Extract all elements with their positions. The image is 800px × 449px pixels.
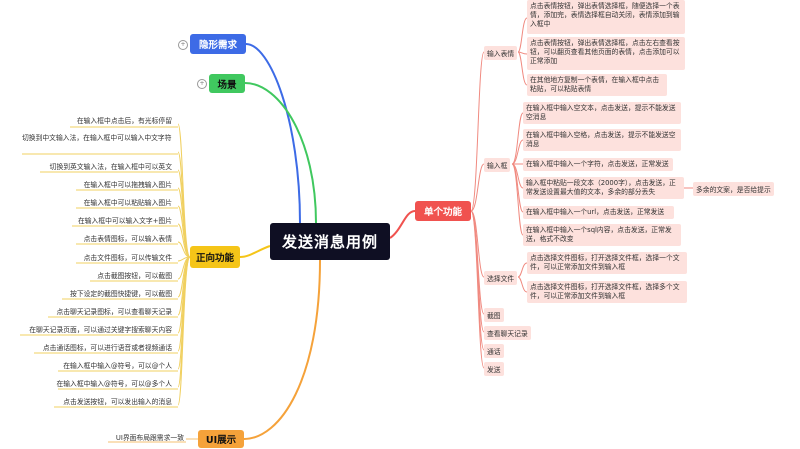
other-item-history[interactable]: 查看聊天记录 bbox=[484, 326, 531, 340]
single-leaders bbox=[470, 17, 693, 369]
positive-item[interactable]: 在输入框中输入@符号，可以@个人 bbox=[63, 362, 172, 370]
positive-item[interactable]: 点击表情图标，可以输入表情 bbox=[83, 235, 172, 243]
positive-leaders bbox=[177, 123, 191, 406]
input-label[interactable]: 输入框 bbox=[484, 158, 511, 172]
branch-ui[interactable]: UI展示 bbox=[198, 430, 244, 448]
positive-item[interactable]: 点击文件图标，可以传输文件 bbox=[83, 254, 172, 262]
emoji-label[interactable]: 输入表情 bbox=[484, 46, 518, 60]
file-item[interactable]: 点击选择文件图标，打开选择文件框，选择一个文件，可以正常添加文件到输入框 bbox=[527, 252, 687, 274]
link-hidden bbox=[245, 43, 301, 224]
other-item-screenshot[interactable]: 截图 bbox=[484, 308, 504, 322]
file-label[interactable]: 选择文件 bbox=[484, 271, 518, 285]
other-item-send[interactable]: 发送 bbox=[484, 362, 504, 376]
input-sub-item[interactable]: 多余的文案，是否给提示 bbox=[693, 182, 774, 196]
positive-item[interactable]: 点击截图按钮，可以截图 bbox=[97, 272, 172, 280]
positive-item[interactable]: 在输入框中可以拖拽输入图片 bbox=[83, 181, 172, 189]
positive-item[interactable]: 在输入框中点击后，有光标停留 bbox=[76, 117, 172, 125]
positive-item[interactable]: 点击聊天记录图标，可以查看聊天记录 bbox=[56, 308, 172, 316]
positive-item[interactable]: 点击发送按钮，可以发出输入的消息 bbox=[63, 398, 172, 406]
file-item[interactable]: 点击选择文件图标，打开选择文件框，选择多个文件，可以正常添加文件到输入框 bbox=[527, 281, 687, 303]
input-item[interactable]: 在输入框中输入空文本，点击发送，提示不能发送空消息 bbox=[523, 102, 681, 124]
collapse-hidden-icon[interactable]: + bbox=[178, 40, 188, 50]
branch-scene[interactable]: 场景 bbox=[209, 74, 245, 93]
positive-item[interactable]: 在输入框中可以粘贴输入图片 bbox=[83, 199, 172, 207]
positive-item[interactable]: 在聊天记录页面，可以通过关键字搜索聊天内容 bbox=[29, 326, 172, 334]
positive-item[interactable]: 在输入框中输入@符号，可以@多个人 bbox=[56, 380, 172, 388]
link-ui bbox=[243, 259, 321, 440]
positive-item[interactable]: 切换到中文输入法，在输入框中可以输入中文字符 bbox=[22, 134, 172, 142]
positive-item[interactable]: 在输入框中可以输入文字+图片 bbox=[77, 217, 172, 225]
branch-single[interactable]: 单个功能 bbox=[415, 201, 471, 221]
collapse-scene-icon[interactable]: + bbox=[197, 79, 207, 89]
ui-item[interactable]: UI界面布局跟需求一致 bbox=[115, 434, 184, 442]
link-single bbox=[389, 210, 416, 239]
input-item[interactable]: 在输入框中输入一个sql内容，点击发送，正常发送，格式不改变 bbox=[523, 224, 681, 246]
positive-underlines bbox=[20, 126, 178, 408]
positive-item[interactable]: 切换到英文输入法，在输入框中可以英文 bbox=[49, 163, 172, 171]
emoji-item[interactable]: 在其他地方复制一个表情，在输入框中点击粘贴，可以粘贴表情 bbox=[527, 74, 667, 96]
root-node[interactable]: 发送消息用例 bbox=[270, 223, 390, 260]
link-positive bbox=[239, 245, 271, 258]
input-item[interactable]: 在输入框中输入一个url，点击发送，正常发送 bbox=[523, 206, 674, 219]
input-item[interactable]: 在输入框中输入空格，点击发送，提示不能发送空消息 bbox=[523, 129, 681, 151]
branch-positive[interactable]: 正向功能 bbox=[190, 246, 240, 268]
input-item[interactable]: 在输入框中输入一个字符，点击发送，正常发送 bbox=[523, 158, 673, 171]
emoji-item[interactable]: 点击表情按钮，弹出表情选择框，随便选择一个表情，添加完，表情选择框自动关闭，表情… bbox=[527, 0, 685, 34]
emoji-item[interactable]: 点击表情按钮，弹出表情选择框，点击左右查看按钮，可以翻页查看其他页面的表情，点击… bbox=[527, 37, 685, 70]
other-item-call[interactable]: 通话 bbox=[484, 344, 504, 358]
input-item[interactable]: 输入框中粘贴一段文本（2000字），点击发送，正常发送设置最大值的文本，多余的部… bbox=[523, 177, 684, 199]
positive-item[interactable]: 点击通话图标，可以进行语音或者视频通话 bbox=[42, 344, 172, 352]
positive-item[interactable]: 按下设定的截图快捷键，可以截图 bbox=[70, 290, 172, 298]
link-scene bbox=[244, 82, 317, 224]
branch-hidden-requirements[interactable]: 隐形需求 bbox=[190, 34, 246, 54]
